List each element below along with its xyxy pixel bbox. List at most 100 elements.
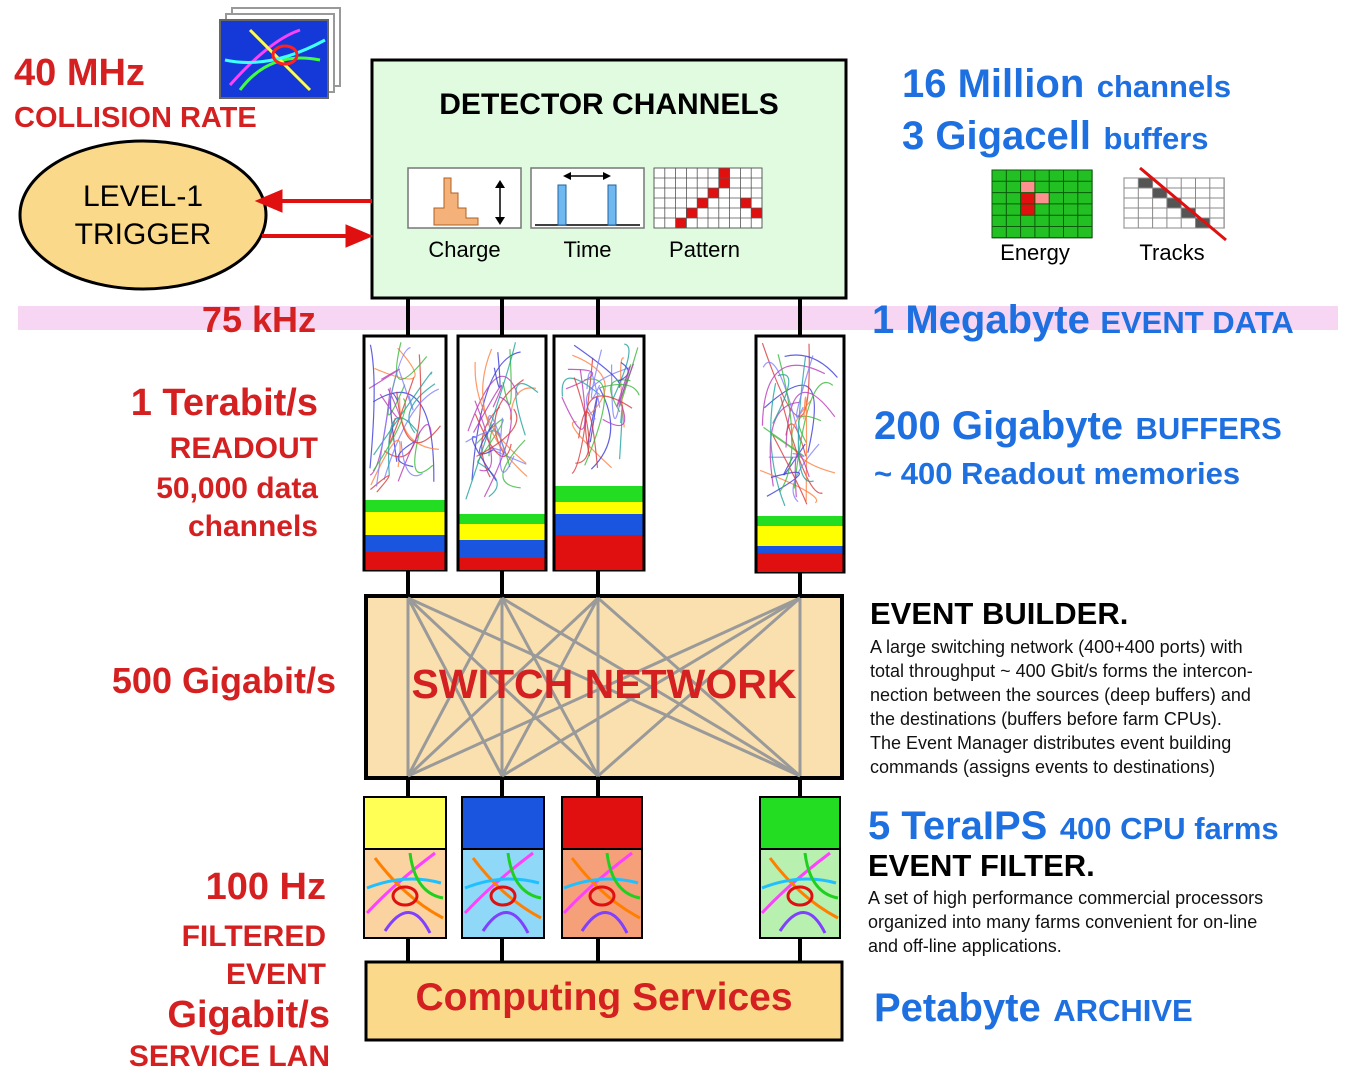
event-track <box>481 911 530 934</box>
buffer-track <box>369 344 375 469</box>
archive-line: Petabyte ARCHIVE <box>874 986 1193 1031</box>
buffer-track <box>397 439 417 468</box>
archive-label: ARCHIVE <box>1053 993 1193 1028</box>
event-filter-line: A set of high performance commercial pro… <box>868 888 1264 908</box>
rate-band <box>18 306 1338 330</box>
event-track <box>761 877 837 890</box>
buffer-track <box>572 354 606 417</box>
buffer-track <box>472 385 503 433</box>
trigger-label-1: LEVEL-1 <box>82 180 204 213</box>
buffer-track <box>561 369 586 430</box>
buffer-track <box>602 398 626 427</box>
cpu-power: 5 TeraIPS <box>868 804 1048 848</box>
lan-rate: Gigabit/s <box>167 994 330 1036</box>
event-builder-description: A large switching network (400+400 ports… <box>870 635 1253 779</box>
pattern-hit <box>686 208 698 218</box>
event-builder-line: commands (assigns events to destinations… <box>870 757 1216 777</box>
buffer-fill-level <box>459 524 545 540</box>
readout-channels-2: channels <box>187 510 318 543</box>
tracks-cell <box>1166 198 1182 208</box>
event-filter-description: A set of high performance commercial pro… <box>868 886 1263 958</box>
buffer-track <box>372 398 406 472</box>
buffer-track <box>372 391 435 482</box>
pattern-icon <box>653 167 763 229</box>
buffer-track <box>388 417 418 476</box>
filtered-rate: 100 Hz <box>205 866 326 908</box>
event-track <box>383 911 432 934</box>
event-vertex <box>391 885 419 907</box>
buffers-label: BUFFERS <box>1135 411 1282 446</box>
tracks-strike <box>1139 166 1227 242</box>
buffer-track <box>793 382 834 489</box>
buffer-fill-level <box>757 546 843 553</box>
buffer-track <box>489 447 527 465</box>
readout-channels-1: 50,000 data <box>156 472 318 505</box>
computing-services-title: Computing Services <box>415 976 793 1019</box>
switch-link <box>597 596 801 778</box>
event-vertex <box>489 885 517 907</box>
event-track <box>506 852 542 900</box>
buffer-track <box>616 363 635 407</box>
buffer-track <box>483 396 512 498</box>
event-track <box>563 877 639 890</box>
buffer-track <box>791 399 836 474</box>
buffer-track <box>400 441 423 477</box>
event-vertex <box>588 885 616 907</box>
tracks-cell <box>1152 188 1167 198</box>
buffer-track <box>368 368 400 390</box>
event-track <box>464 877 540 890</box>
energy-cell <box>1020 192 1035 204</box>
event-data-size: 1 Megabyte <box>872 298 1090 342</box>
tracks-cell <box>1195 218 1210 228</box>
buffers-line: 200 Gigabyte BUFFERS <box>874 404 1282 449</box>
cpu-farms <box>363 796 841 939</box>
buffer-track <box>467 375 519 432</box>
buffer-fill-level <box>459 540 545 558</box>
cpu-farm-buffer <box>461 796 545 850</box>
buffer-track <box>612 343 630 400</box>
pattern-hit <box>708 188 719 198</box>
switch-network-title: SWITCH NETWORK <box>411 661 797 707</box>
gigacell-line: 3 Gigacell buffers <box>902 114 1209 159</box>
buffer-track <box>375 346 411 487</box>
buffer-fill-level <box>555 486 643 502</box>
event-builder-line: total throughput ~ 400 Gbit/s forms the … <box>870 661 1253 681</box>
cpu-farm-buffer <box>759 796 841 850</box>
connector-lines <box>406 298 802 962</box>
buffer-track <box>502 439 526 489</box>
lan-label: SERVICE LAN <box>128 1040 330 1073</box>
readout-memories: ~ 400 Readout memories <box>874 456 1241 491</box>
event-filter-line: organized into many farms convenient for… <box>868 912 1258 932</box>
buffers-size: 200 Gigabyte <box>874 404 1124 448</box>
event-display-thumbnail <box>219 7 341 99</box>
buffer-track <box>408 383 436 434</box>
buffer-track <box>780 396 823 494</box>
event-track <box>471 857 542 920</box>
event-track <box>373 857 444 920</box>
charge-icon <box>407 167 522 229</box>
buffer-track <box>478 422 495 455</box>
buffer-track <box>610 364 622 420</box>
event-filter-line: and off-line applications. <box>868 936 1062 956</box>
buffer-fill-level <box>555 514 643 535</box>
buffer-track <box>399 397 439 450</box>
buffer-fill-level <box>365 552 445 570</box>
event-data-line: 1 Megabyte EVENT DATA <box>872 298 1294 343</box>
buffer-track <box>388 376 415 444</box>
buffer-track <box>795 355 814 418</box>
readout-buffers <box>362 334 846 574</box>
energy-cell <box>1020 181 1035 193</box>
cpu-farm-buffer <box>363 796 447 850</box>
pattern-hit <box>675 218 687 228</box>
buffer-fill-level <box>459 514 545 524</box>
energy-cell <box>1020 203 1035 216</box>
buffer-track <box>476 461 498 498</box>
buffer-fill-level <box>459 558 545 570</box>
buffer-track <box>397 424 432 482</box>
event-track <box>408 852 444 900</box>
gigacell-count: 3 Gigacell <box>902 114 1091 158</box>
buffer-track <box>770 382 786 507</box>
buffer-track <box>373 371 433 456</box>
pattern-hit <box>740 198 752 208</box>
event-track <box>366 877 442 890</box>
